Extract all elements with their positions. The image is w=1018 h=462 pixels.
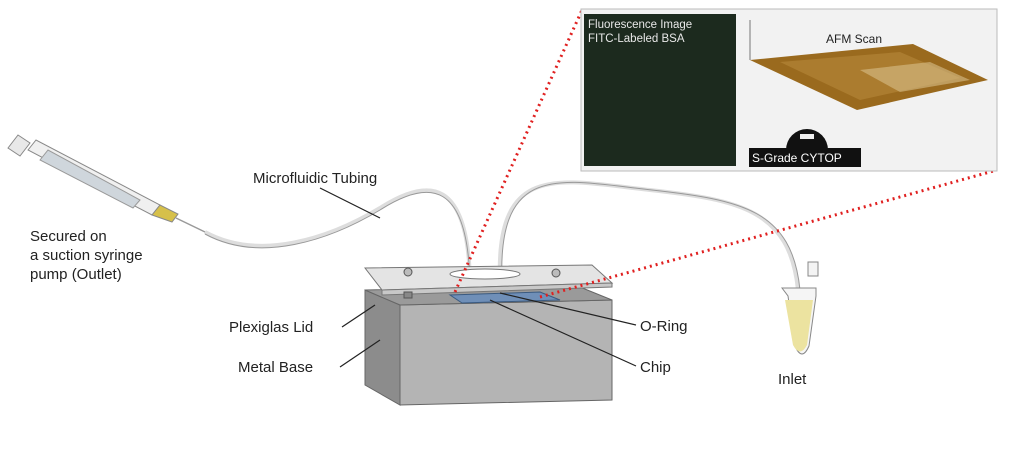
metal-base — [364, 289, 401, 406]
zoom-line-bottom — [539, 168, 998, 299]
cytop-label: S-Grade CYTOP — [752, 151, 842, 165]
inlet-label: Inlet — [778, 371, 807, 388]
chip-label: Chip — [640, 359, 671, 376]
syringe-icon — [7, 134, 206, 233]
zoom-line-top — [453, 9, 584, 293]
syringe-label-line: Secured on — [30, 228, 107, 245]
cytop-label-box — [749, 148, 861, 167]
droplet-icon — [786, 129, 828, 150]
lid-label: Plexiglas Lid — [229, 319, 314, 336]
fluorescence-title: Fluorescence Image — [588, 19, 693, 31]
syringe-label-line: pump (Outlet) — [30, 266, 122, 283]
eppendorf-tube-icon — [781, 261, 819, 355]
afm-scan — [749, 20, 988, 110]
afm-title: AFM Scan — [826, 32, 883, 46]
tubing-label: Microfluidic Tubing — [253, 170, 378, 187]
fluorescence-subtitle: FITC-Labeled BSA — [588, 33, 685, 45]
fluorescence-image — [584, 14, 736, 166]
syringe-label: Secured on a suction syringe pump (Outle… — [30, 227, 143, 284]
oring-label: O-Ring — [640, 318, 688, 335]
base-label: Metal Base — [238, 359, 314, 376]
syringe-label-line: a suction syringe — [30, 247, 143, 264]
outlet-tubing — [204, 188, 472, 283]
